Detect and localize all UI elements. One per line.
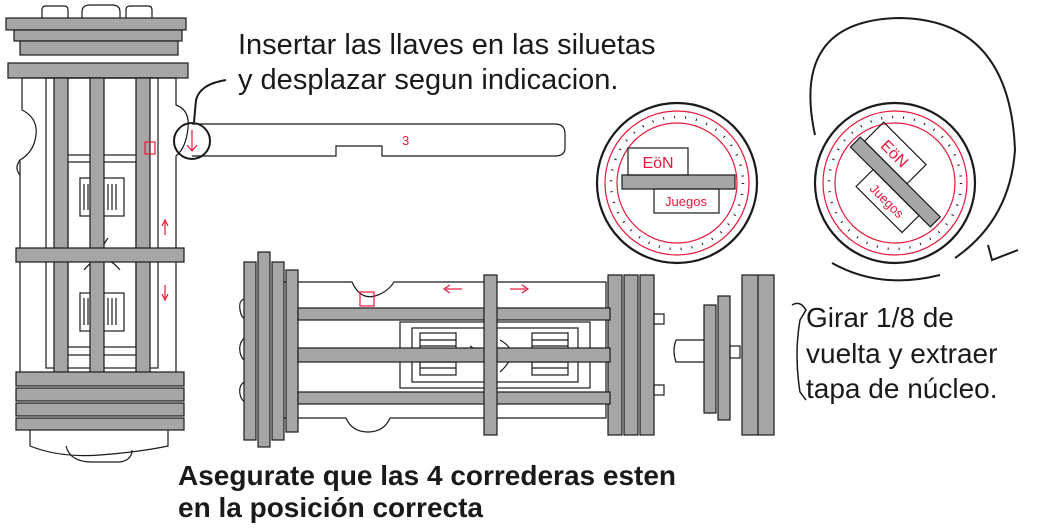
key-number-label: 3 — [402, 133, 409, 148]
rotate-instruction: Girar 1/8 de vuelta y extraer tapa de nú… — [806, 300, 998, 407]
caption-line: en la posición correcta — [178, 492, 483, 524]
vertical-puzzle-assembly — [5, 4, 189, 463]
instruction-line: Insertar las llaves en las siluetas — [238, 29, 656, 61]
instruction-line: Girar 1/8 de — [806, 302, 954, 333]
key-insertion-instruction: Insertar las llaves en las siluetas y de… — [238, 28, 655, 98]
logo-bottom-label: Juegos — [665, 194, 707, 209]
key-piece — [173, 79, 566, 160]
instruction-line: tapa de núcleo. — [806, 373, 998, 405]
core-cap-rotated — [809, 16, 1019, 282]
logo-top-label: EöN — [642, 155, 673, 172]
caption: Asegurate que las 4 correderas esten en … — [178, 460, 676, 524]
instruction-line: y desplazar segun indicacion. — [238, 63, 619, 96]
core-cap-unrotated — [595, 101, 759, 265]
extracted-core-cap — [673, 274, 807, 436]
caption-line: Asegurate que las 4 correderas esten — [178, 460, 677, 491]
instruction-line: vuelta y extraer — [806, 337, 998, 369]
horizontal-puzzle-assembly — [239, 251, 665, 448]
